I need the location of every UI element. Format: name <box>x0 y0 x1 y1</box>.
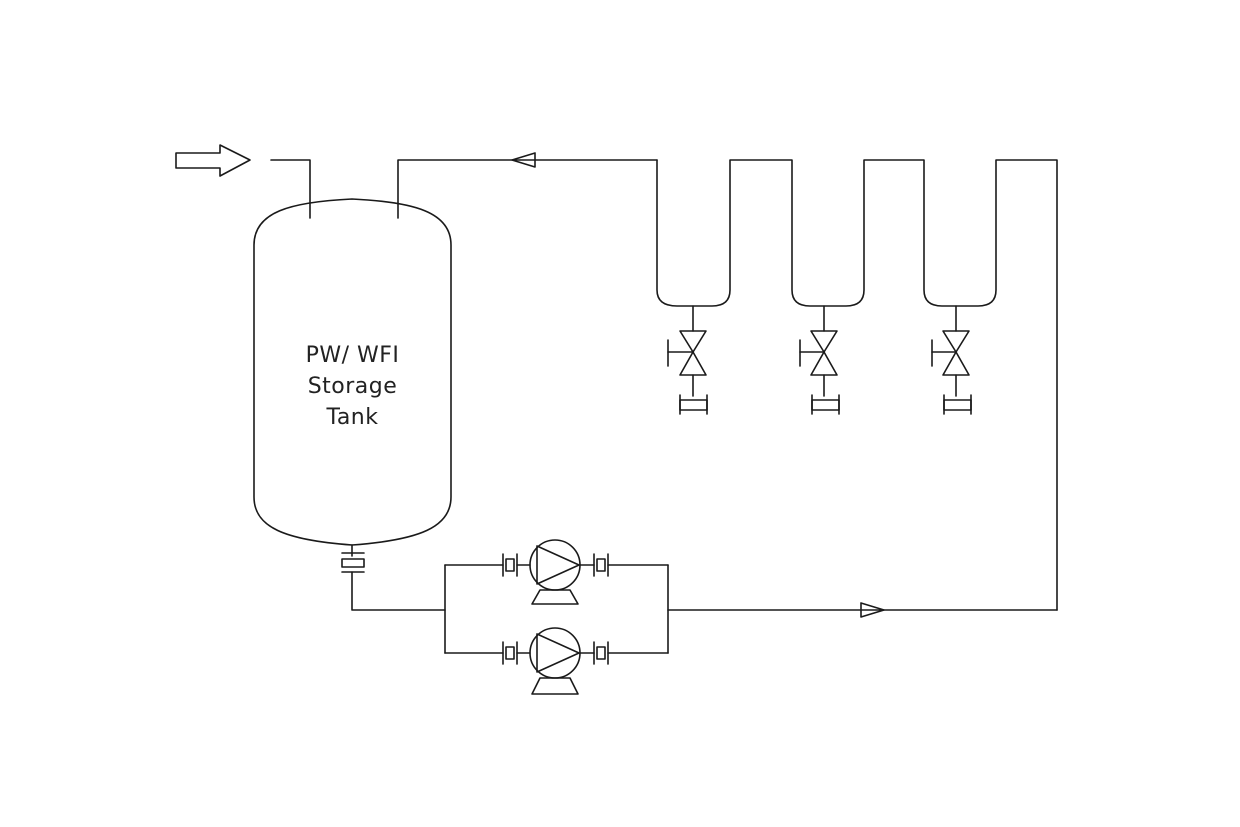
use-point-valve-2 <box>800 306 839 414</box>
tank-label-line-2: Storage <box>307 374 398 399</box>
storage-tank <box>254 199 451 545</box>
return-pipe <box>398 160 657 218</box>
flow-direction-icon <box>861 603 884 617</box>
tank-label-line-1: PW/ WFI <box>305 343 400 368</box>
use-point-valve-3 <box>932 306 971 414</box>
tank-label-line-3: Tank <box>326 405 379 430</box>
inlet-arrow-icon <box>176 145 250 176</box>
tank-label: PW/ WFI Storage Tank <box>270 340 435 433</box>
pump-manifold <box>445 565 668 653</box>
pump-icon <box>503 540 608 604</box>
flow-direction-icon <box>512 153 535 167</box>
use-point-valve-1 <box>668 306 707 414</box>
inlet-pipe <box>271 160 310 218</box>
pump-icon <box>503 628 608 694</box>
tank-outlet <box>342 545 445 610</box>
distribution-loop <box>657 160 1057 610</box>
